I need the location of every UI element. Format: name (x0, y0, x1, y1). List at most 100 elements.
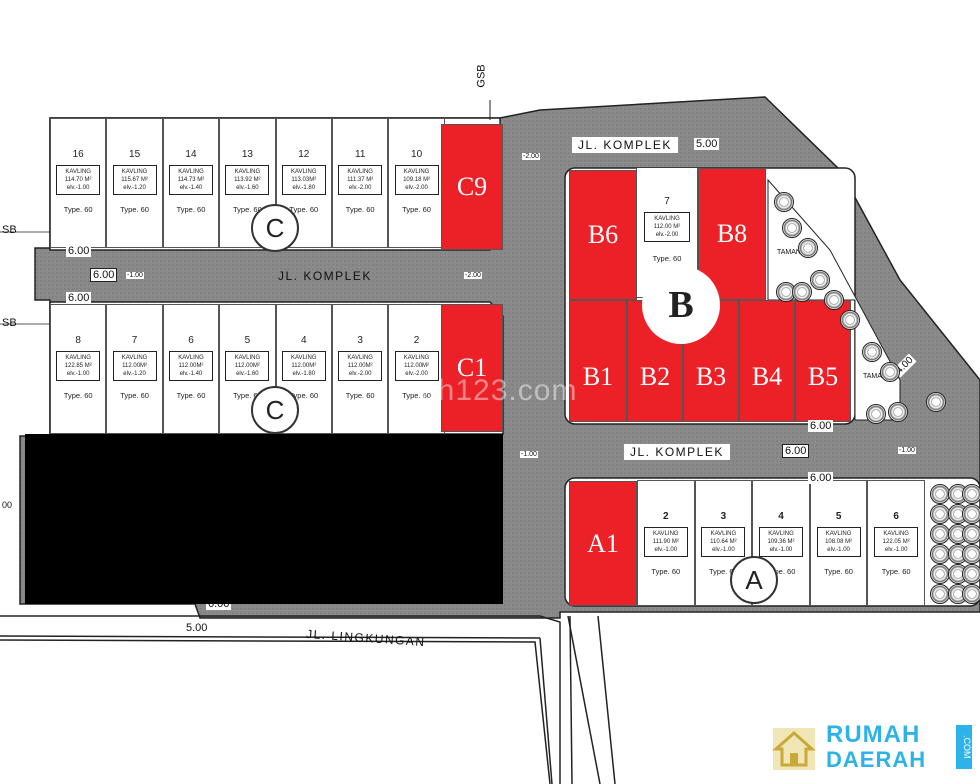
tree-icon (930, 584, 950, 604)
lot-area: 109.18 M² (403, 177, 431, 183)
lot-kavling: KAVLING (65, 355, 91, 361)
tree-icon (930, 504, 950, 524)
watermark-text: ah123.com (420, 374, 578, 407)
lot-number: 11 (355, 149, 366, 160)
lot-elevation: elv.-1.40 (179, 185, 203, 191)
lot-kavling: KAVLING (347, 355, 373, 361)
lot-type: Type. 60 (120, 205, 149, 214)
lot-number: 13 (241, 149, 253, 160)
lot-elevation: elv.-2.00 (348, 185, 372, 191)
tree-icon (880, 362, 900, 382)
lot-number: 4 (778, 511, 784, 522)
lot-kavling: KAVLING (178, 355, 204, 361)
road-label-lower: JL. KOMPLEK (624, 444, 730, 460)
lot-elevation: elv.-2.00 (405, 371, 428, 377)
lot-area: 113.92 M² (234, 177, 261, 183)
lot-type: Type. 60 (652, 254, 682, 263)
tree-icon (930, 564, 950, 584)
lot-type: Type. 60 (289, 205, 319, 214)
lot-number: 10 (411, 149, 423, 160)
tree-icon (888, 402, 908, 422)
plot-c1[interactable]: C1 (441, 304, 503, 432)
lot-kavling: KAVLING (290, 169, 317, 175)
lot-kavling: KAVLING (234, 169, 261, 175)
plot-a1[interactable]: A1 (569, 481, 637, 606)
lot-elevation: elv.-1.80 (292, 371, 316, 377)
lot-elevation: elv.-1.40 (179, 371, 203, 377)
lot-kavling: KAVLING (347, 169, 373, 175)
lot-elevation: elv.-1.60 (236, 371, 259, 377)
plot-b6[interactable]: B6 (569, 170, 637, 300)
lot-area: 112.00 M² (653, 224, 681, 230)
lot-area: 110.64 M² (710, 539, 737, 545)
lot-area: 111.90 M² (652, 539, 679, 545)
jl-lingkungan-lines (0, 615, 601, 784)
bottom-road-edge-2 (569, 615, 616, 784)
road-label-top: JL. KOMPLEK (572, 137, 678, 153)
lot-elevation: elv.-1.00 (884, 547, 908, 553)
house-icon (772, 728, 816, 770)
lot-kavling: KAVLING (768, 531, 794, 537)
lot-number: 4 (301, 335, 307, 346)
bottom-road-edge (0, 639, 551, 784)
lot-type: Type. 60 (120, 391, 149, 400)
dimension-label: 6.00 (808, 472, 834, 484)
tree-icon (962, 504, 980, 524)
tree-icon (840, 310, 860, 330)
tree-icon (792, 282, 812, 302)
plot-c9[interactable]: C9 (441, 124, 503, 250)
dimension-label: 6.00 (782, 444, 810, 458)
lot-area: 112.00M² (234, 363, 260, 369)
lot-elevation: elv.-1.00 (827, 547, 850, 553)
tree-icon (930, 524, 950, 544)
gsb-top-label: GSB (475, 64, 488, 88)
lot-type: Type. 60 (766, 567, 796, 576)
dimension-label: 00 (0, 500, 15, 510)
lot-type: Type. 60 (232, 205, 262, 214)
lot-type: Type. 60 (232, 391, 262, 400)
lot-type: Type. 60 (402, 391, 431, 400)
plot-b4[interactable]: B4 (739, 300, 795, 422)
lot-type: Type. 60 (176, 205, 206, 214)
tree-icon (798, 238, 818, 258)
lot-number: 3 (357, 335, 363, 346)
lot-elevation: elv.-2.00 (348, 371, 372, 377)
tree-icon (962, 584, 980, 604)
lot-kavling: KAVLING (403, 169, 430, 175)
plot-b1[interactable]: B1 (569, 300, 627, 422)
tree-icon (866, 404, 886, 424)
logo-com: .COM (956, 725, 972, 769)
road-label-middle: JL. KOMPLEK (278, 269, 372, 283)
lot-type: Type. 60 (881, 567, 911, 576)
lot-type: Type. 60 (289, 391, 319, 400)
lot-type: Type. 60 (345, 205, 375, 214)
lot-type: Type. 60 (824, 567, 853, 576)
lot-area: 115.67 M² (121, 177, 148, 183)
lot-type: Type. 60 (402, 205, 431, 214)
lot-area: 114.70 M² (64, 177, 92, 183)
lot-kavling: KAVLING (883, 531, 909, 537)
taman-label: TAMAN (777, 249, 801, 256)
logo-line-2: DAERAH (826, 747, 927, 772)
